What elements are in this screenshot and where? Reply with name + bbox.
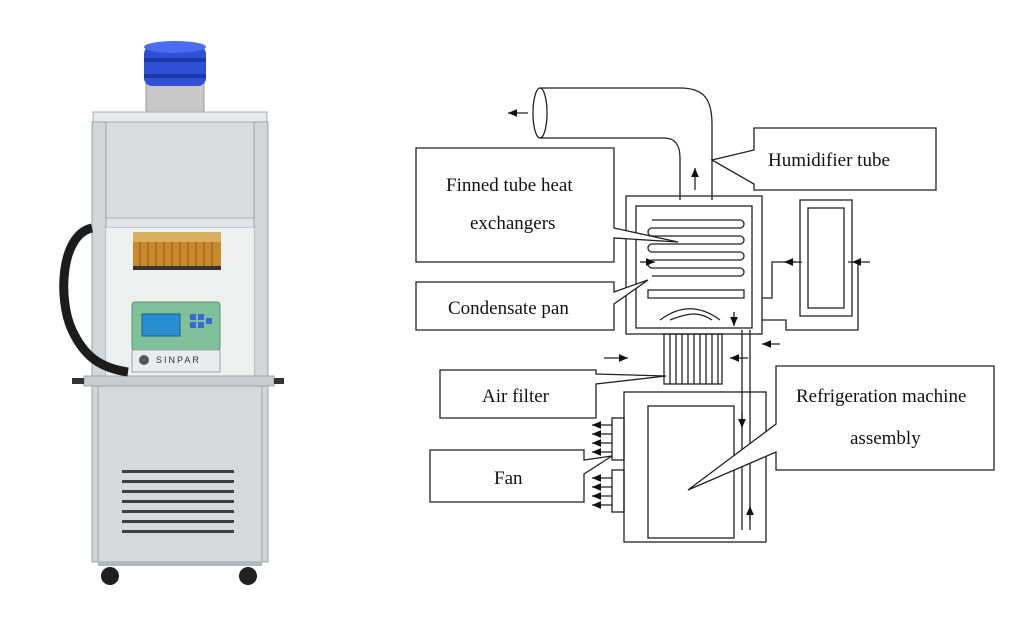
- air-filter-element: [663, 333, 723, 385]
- fan-lower: [611, 469, 625, 513]
- wheels: [98, 562, 262, 585]
- upper-chamber: [625, 195, 763, 335]
- label-fan: Fan: [494, 468, 523, 489]
- brand-label: SINPAR: [156, 355, 201, 365]
- callout-humidifier-tube: [710, 127, 937, 191]
- exhaust-duct: [532, 87, 713, 200]
- hose: [59, 223, 129, 377]
- equipment-photo: SINPAR: [59, 41, 284, 585]
- label-air-filter: Air filter: [482, 386, 550, 407]
- filter-cartridge: [133, 232, 221, 270]
- refrigeration-chamber: [623, 391, 767, 543]
- label-refrigeration-line1: Refrigeration machine: [796, 386, 966, 407]
- label-humidifier-tube: Humidifier tube: [768, 150, 890, 171]
- label-condensate-pan: Condensate pan: [448, 298, 569, 319]
- vent-grille: [122, 470, 234, 533]
- label-refrigeration-line2: assembly: [850, 428, 921, 449]
- callout-fan: [429, 449, 613, 503]
- fan-arrows: [592, 421, 612, 509]
- top-exhaust-cap: [144, 41, 206, 113]
- callout-finned-tube: [415, 147, 679, 263]
- callout-refrigeration: [687, 365, 995, 491]
- control-panel: SINPAR: [131, 301, 221, 373]
- schematic-diagram: Finned tube heat exchangers Condensate p…: [415, 87, 995, 543]
- label-finned-tube-line1: Finned tube heat: [446, 175, 573, 196]
- finned-coil: [647, 219, 745, 299]
- callout-condensate-pan: [415, 279, 649, 331]
- label-finned-tube-line2: exchangers: [470, 213, 555, 234]
- fan-upper: [611, 417, 625, 461]
- callout-air-filter: [439, 369, 667, 419]
